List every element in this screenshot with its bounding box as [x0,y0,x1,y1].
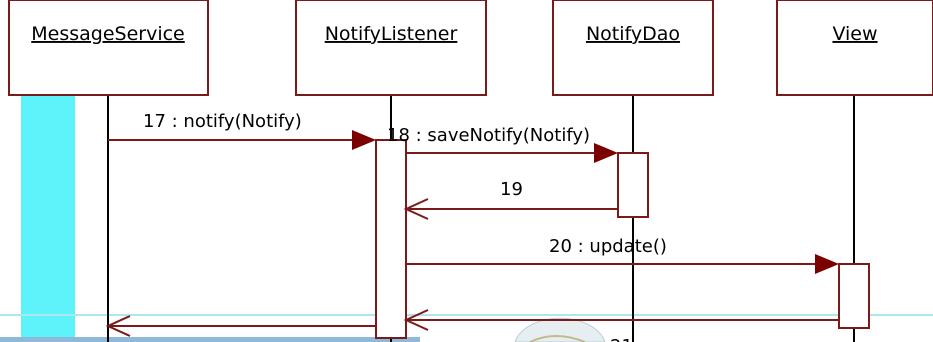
actor-label-notifydao: NotifyDao [586,23,680,45]
message-label-19: 19 [500,179,523,200]
message-label-21: 21 [610,336,633,342]
arrowhead [594,143,618,163]
open-arrowhead [403,198,429,220]
actor-messageservice: MessageService [8,0,209,96]
actor-label-notifylistener: NotifyListener [325,23,458,45]
arrowhead [815,254,839,274]
activation-notifydao [617,152,649,218]
actor-label-view: View [832,23,877,45]
message-return-messageservice [105,315,376,337]
message-18: 18 : saveNotify(Notify) [387,125,618,163]
message-19: 19 [403,179,618,220]
activation-notifylistener [375,139,407,339]
activation-view [838,263,870,329]
actor-label-messageservice: MessageService [31,23,185,45]
bottom-strip [0,337,420,342]
actor-view: View [776,0,933,96]
arrowhead [352,130,376,150]
open-arrowhead [105,315,131,337]
message-label-18: 18 : saveNotify(Notify) [387,125,590,146]
open-arrowhead [403,309,429,331]
message-label-20: 20 : update() [549,236,667,257]
globe-logo-fragment [514,317,606,342]
message-return-view [403,309,839,331]
message-20: 20 : update() [406,236,839,274]
actor-notifydao: NotifyDao [552,0,714,96]
actor-notifylistener: NotifyListener [295,0,487,96]
message-label-17: 17 : notify(Notify) [143,111,302,132]
message-17: 17 : notify(Notify) [108,111,376,150]
